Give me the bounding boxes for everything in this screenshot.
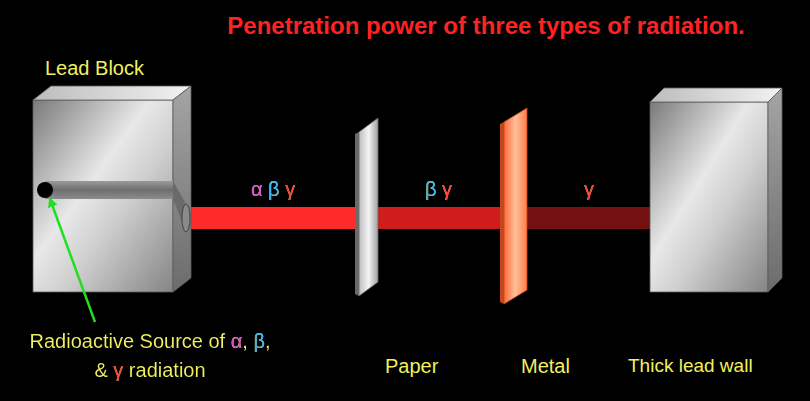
block-side-face bbox=[173, 86, 191, 292]
channel-opening bbox=[182, 204, 190, 232]
sheet-edge bbox=[355, 132, 359, 296]
sheet-face bbox=[359, 118, 378, 296]
block-front-face bbox=[650, 102, 768, 292]
radiation-barrier: Metal bbox=[500, 108, 527, 304]
sheet-edge bbox=[500, 122, 504, 304]
source-callout: Radioactive Source of α, β, & γ radiatio… bbox=[22, 327, 278, 385]
beam-label: β γ bbox=[425, 177, 452, 201]
radiation-beam bbox=[191, 207, 355, 229]
radiation-barrier: Lead Block bbox=[33, 86, 191, 292]
barrier-label: Metal bbox=[521, 354, 570, 378]
barrier-block bbox=[650, 88, 782, 292]
radiation-barrier: Thick lead wall bbox=[650, 88, 782, 292]
leader-arrow bbox=[50, 199, 95, 322]
source-channel bbox=[45, 181, 173, 199]
block-front-face bbox=[33, 100, 173, 292]
radiation-barrier: Paper bbox=[355, 118, 378, 296]
block-top-face bbox=[650, 88, 782, 102]
block-side-face bbox=[768, 88, 782, 292]
barrier-label: Thick lead wall bbox=[628, 354, 753, 378]
barrier-label: Lead Block bbox=[45, 56, 144, 80]
barrier-sheet bbox=[500, 108, 527, 304]
radiation-beam bbox=[378, 207, 500, 229]
barrier-sheet bbox=[355, 118, 378, 296]
sheet-face bbox=[504, 108, 527, 304]
barrier-label: Paper bbox=[385, 354, 438, 378]
radioactive-source-dot bbox=[37, 182, 53, 198]
block-top-face bbox=[33, 86, 191, 100]
beam-label: α β γ bbox=[251, 177, 295, 201]
barrier-block bbox=[33, 86, 191, 292]
beam-label: γ bbox=[584, 177, 594, 201]
radiation-beam bbox=[527, 207, 650, 229]
title: Penetration power of three types of radi… bbox=[170, 12, 802, 40]
